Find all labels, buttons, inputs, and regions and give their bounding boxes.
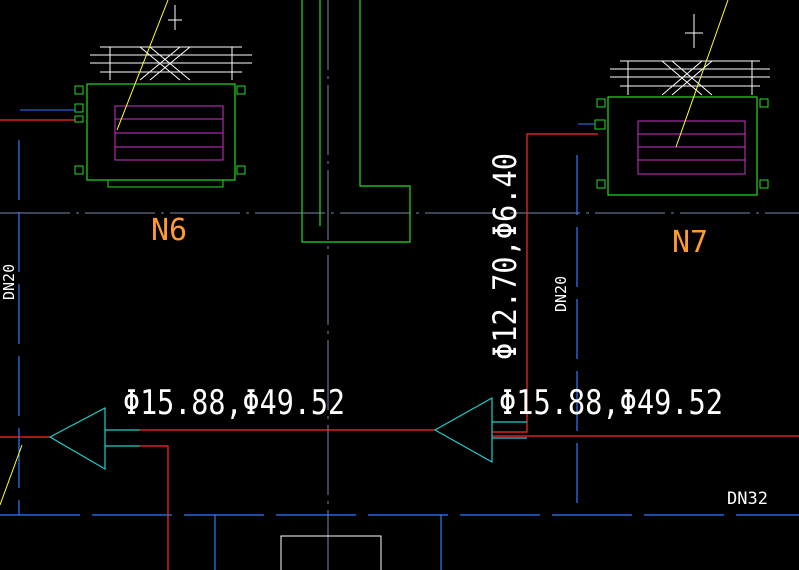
unit-tag-n6: N6 [151, 213, 187, 248]
arrow-symbol-n6 [168, 5, 182, 30]
distributor-left [48, 407, 140, 471]
pipe-label-main-right: Φ15.88,Φ49.52 [499, 383, 723, 423]
leader-n7 [675, 0, 729, 148]
leader-bottom-left [0, 444, 23, 506]
mount-brackets-n7 [594, 98, 769, 189]
pipe-label-dn32: DN32 [727, 489, 768, 509]
pipe-label-branch: Φ12.70,Φ6.40 [486, 153, 524, 360]
mount-brackets-n6 [74, 85, 246, 175]
unit-body-n7 [607, 96, 758, 196]
equipment-box [280, 535, 382, 570]
blue-pipes [0, 140, 799, 570]
unit-body-n6 [86, 83, 236, 181]
pipe-label-dn20-mid: DN20 [552, 276, 570, 312]
pipe-label-main-left: Φ15.88,Φ49.52 [123, 383, 345, 423]
arrow-symbol-n7 [685, 14, 703, 48]
refrigerant-lines [0, 119, 799, 570]
coil-n6 [114, 105, 224, 161]
unit-tag-n7: N7 [672, 225, 708, 260]
indoor-unit-n7 [578, 0, 770, 196]
coil-n7 [637, 120, 746, 175]
unit-base-n6 [107, 179, 224, 188]
duct [301, 0, 411, 243]
grille-n7 [610, 60, 770, 96]
indoor-unit-n6 [20, 0, 252, 188]
pipe-label-dn20-left: DN20 [0, 264, 18, 300]
leader-n6 [116, 0, 169, 131]
distributor-right [433, 396, 527, 464]
grille-n6 [90, 46, 252, 81]
